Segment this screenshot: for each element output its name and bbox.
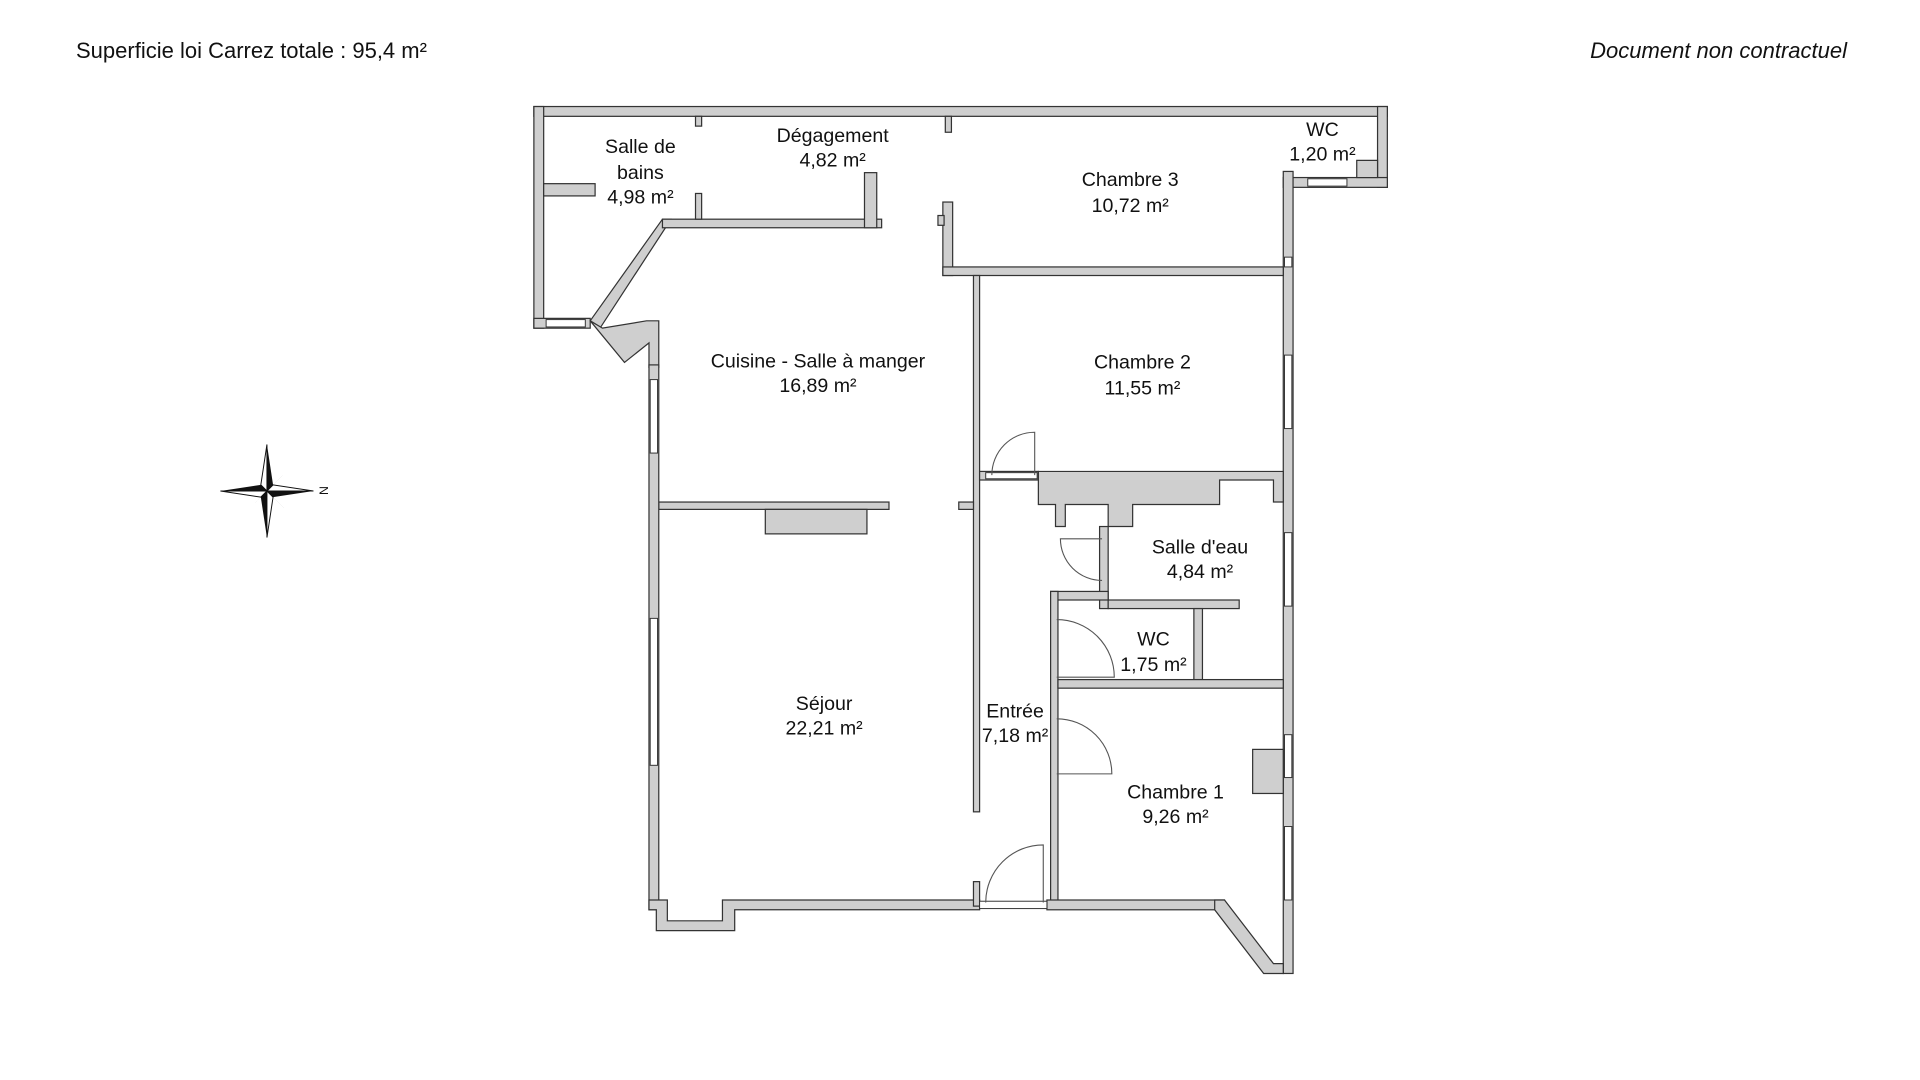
room-name: WC: [1306, 119, 1339, 141]
compass-rose-icon: [220, 444, 314, 538]
room-labels: Salle de bains 4,98 m² Dégagement 4,82 m…: [605, 119, 1356, 828]
door-entree: [985, 844, 1044, 903]
windows: [545, 178, 1348, 910]
compass-north-label: N: [317, 486, 331, 495]
room-area: 4,98 m²: [607, 186, 674, 208]
room-name: Dégagement: [777, 125, 890, 147]
door-wc: [1056, 619, 1115, 678]
room-area: 22,21 m²: [785, 718, 863, 740]
disclaimer-label: Document non contractuel: [1590, 38, 1847, 63]
room-area: 4,84 m²: [1167, 561, 1234, 583]
room-name: Chambre 2: [1094, 352, 1191, 374]
room-area: 7,18 m²: [982, 725, 1049, 747]
room-name: WC: [1137, 628, 1170, 650]
room-name: Chambre 3: [1082, 169, 1179, 191]
room-area: 11,55 m²: [1105, 377, 1181, 399]
room-area: 1,20 m²: [1289, 143, 1356, 165]
total-area-label: Superficie loi Carrez totale : 95,4 m²: [76, 38, 427, 63]
room-name: Salle de: [605, 136, 676, 158]
door-chambre-1: [1056, 718, 1113, 775]
walls: [533, 105, 1388, 975]
room-area: 9,26 m²: [1142, 806, 1209, 828]
room-name: Cuisine - Salle à manger: [711, 350, 926, 372]
room-area: 1,75 m²: [1120, 654, 1187, 676]
doors: [985, 431, 1115, 903]
room-name: Chambre 1: [1127, 781, 1224, 803]
room-name: bains: [617, 162, 664, 184]
room-name: Salle d'eau: [1152, 536, 1248, 558]
door-salle-deau: [1059, 538, 1103, 581]
door-chambre-2: [991, 431, 1036, 476]
room-area: 10,72 m²: [1092, 195, 1170, 217]
room-area: 16,89 m²: [779, 375, 857, 397]
room-area: 4,82 m²: [799, 150, 866, 172]
room-name: Entrée: [986, 701, 1044, 723]
room-name: Séjour: [796, 693, 853, 715]
